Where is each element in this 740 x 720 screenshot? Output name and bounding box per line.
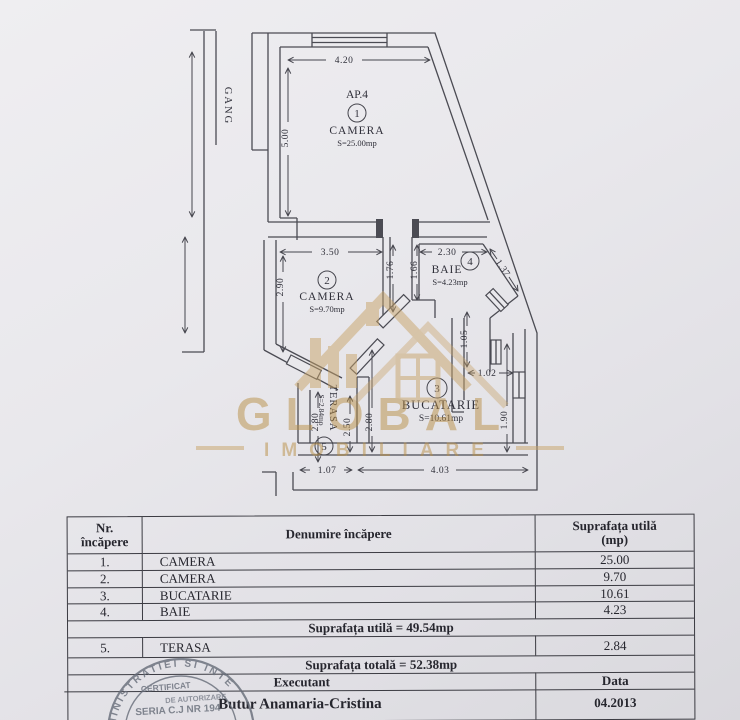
- corridor-dimension-lines: [185, 52, 192, 333]
- room-3-number: 3: [434, 383, 440, 395]
- room-4-circle: [460, 251, 480, 271]
- dim-baie-width: 2.30: [438, 248, 457, 258]
- watermark-line1: GLOBAL: [236, 388, 514, 440]
- header-nr: Nr. încăpere: [67, 517, 143, 554]
- dim-alcove-w: 1.02: [478, 369, 497, 379]
- date-value: 04.2013: [536, 688, 695, 720]
- dim-pass1: 1.76: [386, 261, 396, 280]
- room-2-circle: [317, 270, 337, 290]
- room-3-circle: [426, 377, 448, 399]
- executant-label: Executant: [68, 672, 537, 692]
- room-2-name: CAMERA: [299, 291, 354, 303]
- dim-baie-slant: 1.37: [493, 258, 512, 279]
- dim-terasa-out: 2.80: [311, 413, 321, 432]
- row2-area: 9.70: [535, 567, 694, 586]
- header-denumire: Denumire încăpere: [142, 515, 536, 554]
- dim-alcove-h: 1.05: [460, 330, 470, 349]
- room-4-name: BAIE: [432, 264, 463, 276]
- room-1-circle: [347, 103, 367, 123]
- dim-r2-width: 3.50: [321, 248, 340, 258]
- dim-top: 4.20: [335, 56, 354, 66]
- row5-name: TERASA: [143, 635, 537, 658]
- row2-name: CAMERA: [142, 568, 536, 588]
- row3-name: BUCATARIE: [142, 585, 536, 604]
- dim-r2-height: 2.90: [276, 278, 286, 297]
- row4-area: 4.23: [535, 600, 695, 619]
- room-5-number: 5: [321, 441, 327, 453]
- row4-nr: 4.: [67, 603, 144, 621]
- row1-nr: 1.: [67, 553, 143, 571]
- row1-name: CAMERA: [142, 551, 536, 571]
- row4-name: BAIE: [142, 601, 537, 621]
- room-3-name: BUCATARIE: [402, 398, 480, 412]
- dim-kitchen-w: 4.03: [431, 466, 450, 476]
- area-table: Nr. încăpere Denumire încăpere Suprafața…: [64, 513, 696, 720]
- room-2-area: S=9.70mp: [309, 304, 344, 314]
- dim-kitchen-h: 2.80: [365, 413, 375, 432]
- header-suprafata: Suprafața utilă (mp): [572, 518, 657, 548]
- corridor-label: GANG: [222, 87, 233, 125]
- room-5-circle: [314, 436, 334, 456]
- dim-left: 5.00: [281, 129, 291, 148]
- dim-terasa-h: 2.50: [343, 418, 353, 437]
- room-5-name: TERASA: [327, 385, 338, 432]
- dim-kitchen-right: 1.90: [500, 411, 510, 430]
- row3-area: 10.61: [535, 584, 694, 602]
- door-on-slant-wall: [285, 354, 323, 381]
- room-1-name: CAMERA: [329, 125, 384, 137]
- row1-area: 25.00: [535, 550, 694, 569]
- door-leaf-terasa: [349, 338, 385, 376]
- agency-watermark: GLOBAL IMOBILIARE: [196, 290, 564, 461]
- room-4-number: 4: [467, 256, 473, 268]
- dim-terasa-w: 1.07: [318, 466, 337, 476]
- row5-area: 2.84: [536, 634, 695, 656]
- dimension-lines: 4.20 5.00 3.50 2.90 1.76 1.66 2.30 1.37 …: [276, 56, 528, 476]
- window-top: [311, 33, 388, 47]
- room-labels: GANG AP.4 1 CAMERA S=25.00mp 2 CAMERA S=…: [222, 87, 480, 456]
- doors-and-windows: [285, 287, 526, 399]
- apartment-label: AP.4: [346, 89, 368, 101]
- floor-plan-drawing: 4.20 5.00 3.50 2.90 1.76 1.66 2.30 1.37 …: [0, 29, 538, 496]
- room-5-area: S=2.84mp: [317, 394, 326, 425]
- room-2-number: 2: [324, 275, 330, 287]
- watermark-line2: IMOBILIARE: [264, 440, 496, 461]
- room-4-area: S=4.23mp: [432, 277, 467, 287]
- data-label: Data: [536, 671, 695, 690]
- row2-nr: 2.: [67, 570, 143, 588]
- corridor-walls: [182, 29, 268, 353]
- executant-name: Butur Anamaria-Cristina: [64, 689, 537, 720]
- room-1-area: S=25.00mp: [337, 138, 377, 148]
- row3-nr: 3.: [67, 587, 143, 604]
- room-3-area: S=10.61mp: [419, 414, 463, 424]
- dim-pass2: 1.66: [410, 261, 420, 280]
- row5-nr: 5.: [68, 637, 144, 658]
- door-leaf-hall: [375, 293, 411, 329]
- apartment-walls: [262, 32, 538, 496]
- watermark-roof-icon: [294, 290, 472, 392]
- room-1-number: 1: [354, 108, 360, 120]
